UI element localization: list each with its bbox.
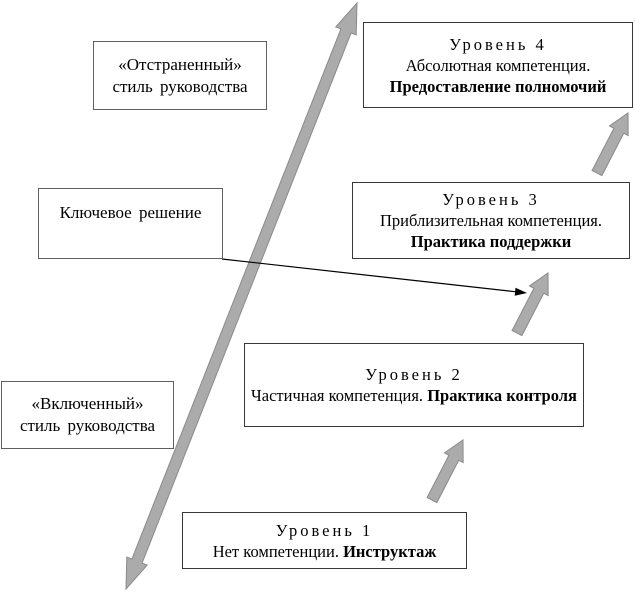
involved-style-box: «Включенный» стиль руководства (1, 381, 174, 449)
level-3-body: Приблизительная компетенция. Практика по… (359, 210, 623, 252)
level-1-body: Нет компетенции. Инструктаж (189, 541, 460, 562)
detached-style-line1: «Отстраненный» (118, 54, 242, 74)
level-2-emphasis: Практика контроля (427, 386, 577, 405)
level-2-desc: Частичная компетенция. (251, 386, 424, 405)
level-1-title: Уровень 1 (275, 520, 374, 540)
level-2-body: Частичная компетенция. Практика контроля (251, 385, 577, 406)
level-3-desc: Приблизительная компетенция. (379, 211, 602, 230)
step-arrow-level1-to-level2 (426, 439, 464, 504)
detached-style-box: «Отстраненный» стиль руководства (93, 41, 267, 110)
level-1-box: Уровень 1 Нет компетенции. Инструктаж (182, 512, 467, 569)
level-1-desc: Нет компетенции. (212, 541, 339, 561)
level-4-desc: Абсолютная компетенция. (405, 55, 591, 75)
level-4-emphasis: Предоставление полномочий (389, 76, 607, 96)
detached-style-line2: стиль руководства (112, 76, 248, 96)
level-3-emphasis: Практика поддержки (410, 232, 572, 251)
level-4-title: Уровень 4 (449, 34, 547, 54)
level-2-title: Уровень 2 (365, 365, 463, 384)
level-3-box: Уровень 3 Приблизительная компетенция. П… (352, 182, 630, 259)
level-4-box: Уровень 4 Абсолютная компетенция. Предос… (363, 22, 633, 108)
growth-axis-arrow-icon (125, 1, 358, 591)
key-decision-label: Ключевое решение (59, 203, 202, 222)
level-1-emphasis: Инструктаж (343, 541, 437, 561)
step-arrow-level3-to-level4 (591, 112, 629, 177)
involved-style-line1: «Включенный» (31, 394, 144, 413)
involved-style-line2: стиль руководства (19, 416, 156, 435)
step-arrow-level2-to-level3 (511, 272, 549, 337)
key-decision-arrow-icon (221, 258, 527, 296)
key-decision-box: Ключевое решение (38, 188, 223, 259)
level-2-box: Уровень 2 Частичная компетенция. Практик… (244, 343, 584, 427)
level-3-title: Уровень 3 (442, 190, 540, 209)
level-4-body: Абсолютная компетенция. Предоставление п… (370, 55, 626, 97)
